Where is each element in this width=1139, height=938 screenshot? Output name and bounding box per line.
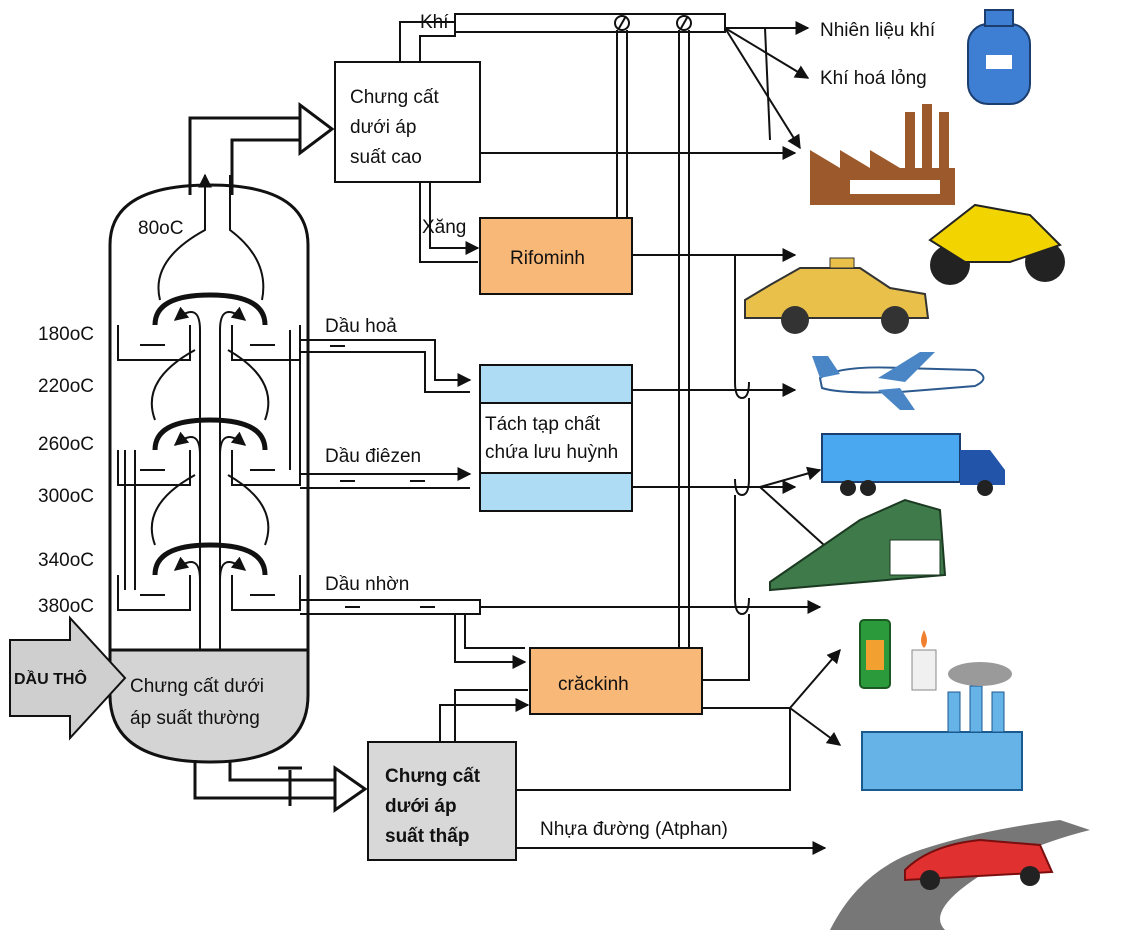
asphalt-label: Nhựa đường (Atphan) <box>540 819 728 840</box>
product-lines <box>439 248 842 855</box>
column-label-line1: Chưng cất dưới <box>130 676 264 697</box>
hp-output-lines <box>419 146 797 263</box>
lpg-label: Khí hoá lỏng <box>820 68 927 89</box>
temp-300: 300oC <box>38 486 94 507</box>
crude-oil-input: DẦU THÔ <box>9 615 127 741</box>
high-pressure-unit: Chưng cất dưới áp suất cao <box>334 61 481 183</box>
diesel-label: Dầu điêzen <box>325 446 421 467</box>
gas-cylinder-icon <box>967 9 1031 105</box>
locomotive-icon <box>769 498 947 592</box>
taxi-icon <box>744 257 930 334</box>
column-bottom <box>108 648 310 764</box>
lube-oil-label: Dầu nhờn <box>325 574 409 595</box>
temp-180: 180oC <box>38 324 94 345</box>
temp-220: 220oC <box>38 376 94 397</box>
desulfur-label-2: chứa lưu huỳnh <box>485 442 618 463</box>
temp-260: 260oC <box>38 434 94 455</box>
bubble-caps <box>152 292 268 576</box>
lp-label-3: suất thấp <box>385 826 469 847</box>
gas-label: Khí <box>420 12 449 33</box>
desulfurization-unit: Tách tạp chất chứa lưu huỳnh <box>479 364 633 512</box>
column-label-line2: áp suất thường <box>130 708 260 729</box>
temp-340: 340oC <box>38 550 94 571</box>
hp-label-1: Chưng cất <box>350 87 439 108</box>
kerosene-label: Dầu hoả <box>325 316 397 337</box>
reforming-unit: Rifominh <box>479 217 633 295</box>
kerosene-draw <box>300 339 472 393</box>
cracking-label: crăckinh <box>558 674 629 695</box>
desulfur-label-1: Tách tạp chất <box>485 414 601 435</box>
hp-label-2: dưới áp <box>350 117 416 138</box>
temp-80: 80oC <box>138 218 183 239</box>
temp-380: 380oC <box>38 596 94 617</box>
distillation-column <box>108 102 335 764</box>
cracking-unit: crăckinh <box>529 647 703 715</box>
hp-label-3: suất cao <box>350 147 422 168</box>
airplane-icon <box>812 352 985 410</box>
temperature-labels: 80oC 180oC 220oC 260oC 300oC 340oC 380oC <box>38 218 183 617</box>
crude-oil-label: DẦU THÔ <box>14 669 87 688</box>
gas-header <box>399 13 726 62</box>
power-plant-icon <box>861 662 1023 791</box>
lp-label-1: Chưng cất <box>385 766 481 787</box>
overhead-pipe <box>188 102 335 195</box>
diesel-draw <box>300 467 472 489</box>
low-pressure-unit: Chưng cất dưới áp suất thấp <box>367 741 517 861</box>
recycle-lines <box>616 30 690 648</box>
gasoline-label: Xăng <box>422 217 466 238</box>
truck-icon <box>821 433 1005 496</box>
lp-label-2: dưới áp <box>385 796 457 817</box>
reforming-label: Rifominh <box>510 248 585 269</box>
candle-icon <box>911 630 937 691</box>
bottoms-pipe <box>193 760 368 813</box>
column-shell <box>108 183 310 652</box>
fuel-gas-label: Nhiên liệu khí <box>820 20 936 41</box>
motorcycle-icon <box>928 203 1065 285</box>
gas-product-arrows <box>724 21 810 150</box>
trays <box>117 325 301 611</box>
lube-oil-draw <box>300 599 822 669</box>
road-car-icon <box>830 820 1090 930</box>
factory-icon <box>810 104 955 205</box>
vapour-risers <box>150 173 270 650</box>
oil-can-icon <box>859 619 891 689</box>
